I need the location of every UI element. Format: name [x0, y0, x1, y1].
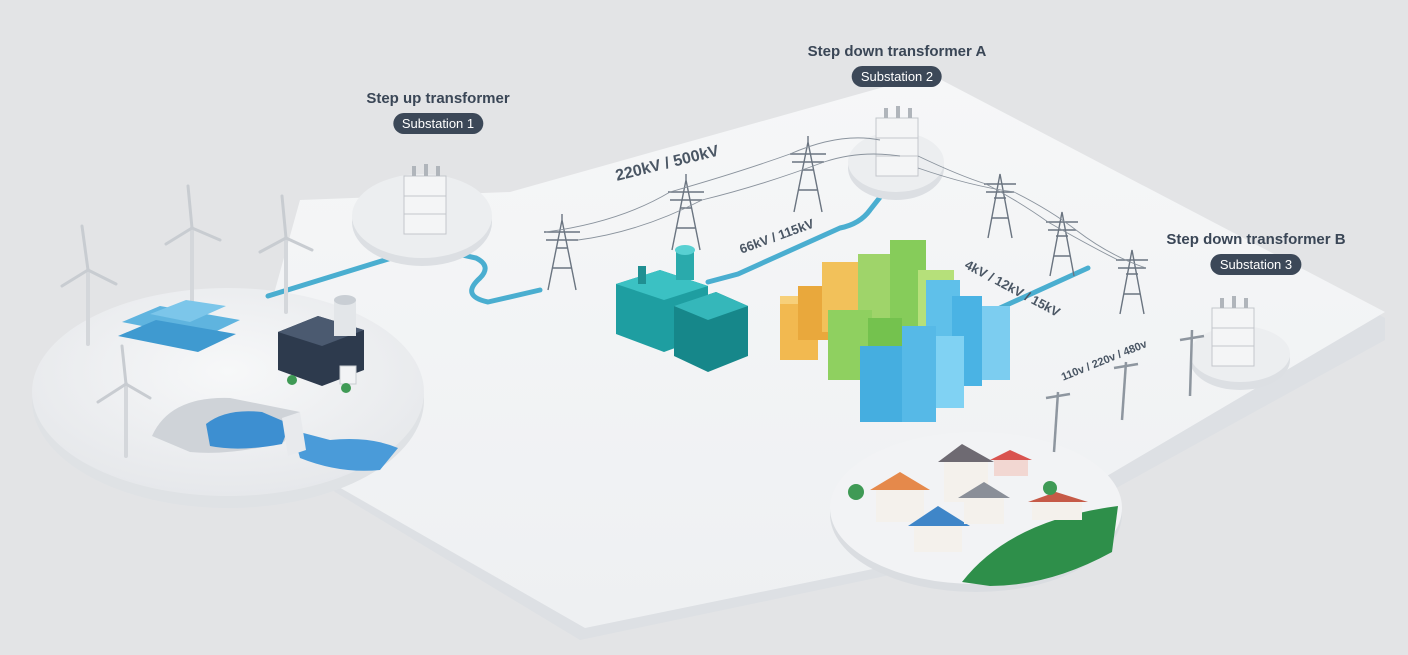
industrial-plant [616, 245, 748, 372]
substation-2-badge: Substation 2 [851, 66, 943, 87]
city-district [780, 240, 1010, 422]
substation-2-title: Step down transformer A [807, 43, 987, 60]
solar-farm [118, 300, 240, 352]
substation-3-title: Step down transformer B [1166, 231, 1346, 248]
transmission-towers [544, 136, 1148, 315]
house-3 [908, 506, 970, 552]
house-5 [990, 450, 1032, 476]
substation-2-facility [848, 106, 944, 200]
substation-1-label: Step up transformer Substation 1 [366, 90, 510, 134]
tower-4 [984, 173, 1016, 239]
substation-3-facility [1190, 296, 1290, 390]
house-4 [958, 482, 1010, 524]
residential-area [848, 444, 1118, 586]
tower-3 [790, 136, 826, 213]
overhead-lines [545, 137, 1147, 269]
distribution-poles [1045, 329, 1205, 453]
wind-turbine-3 [258, 194, 314, 314]
substation-1-badge: Substation 1 [392, 113, 484, 134]
substation-3-badge: Substation 3 [1210, 254, 1302, 275]
tower-5 [1046, 211, 1078, 277]
wind-turbine-4 [96, 344, 152, 458]
hydro-dam [152, 397, 398, 471]
wind-turbine-2 [164, 184, 222, 308]
power-plant [278, 295, 364, 393]
house-1 [870, 472, 930, 522]
wind-turbines [60, 184, 314, 458]
tower-6 [1116, 249, 1148, 315]
substation-2-label: Step down transformer A Substation 2 [807, 43, 987, 87]
substation-1-title: Step up transformer [366, 90, 510, 107]
substation-1-facility [352, 164, 492, 266]
house-6 [1028, 492, 1088, 520]
tree [1043, 481, 1057, 495]
tower-1 [544, 214, 580, 291]
tree [848, 484, 864, 500]
wind-turbine-1 [60, 224, 118, 346]
substation-3-label: Step down transformer B Substation 3 [1166, 231, 1346, 275]
